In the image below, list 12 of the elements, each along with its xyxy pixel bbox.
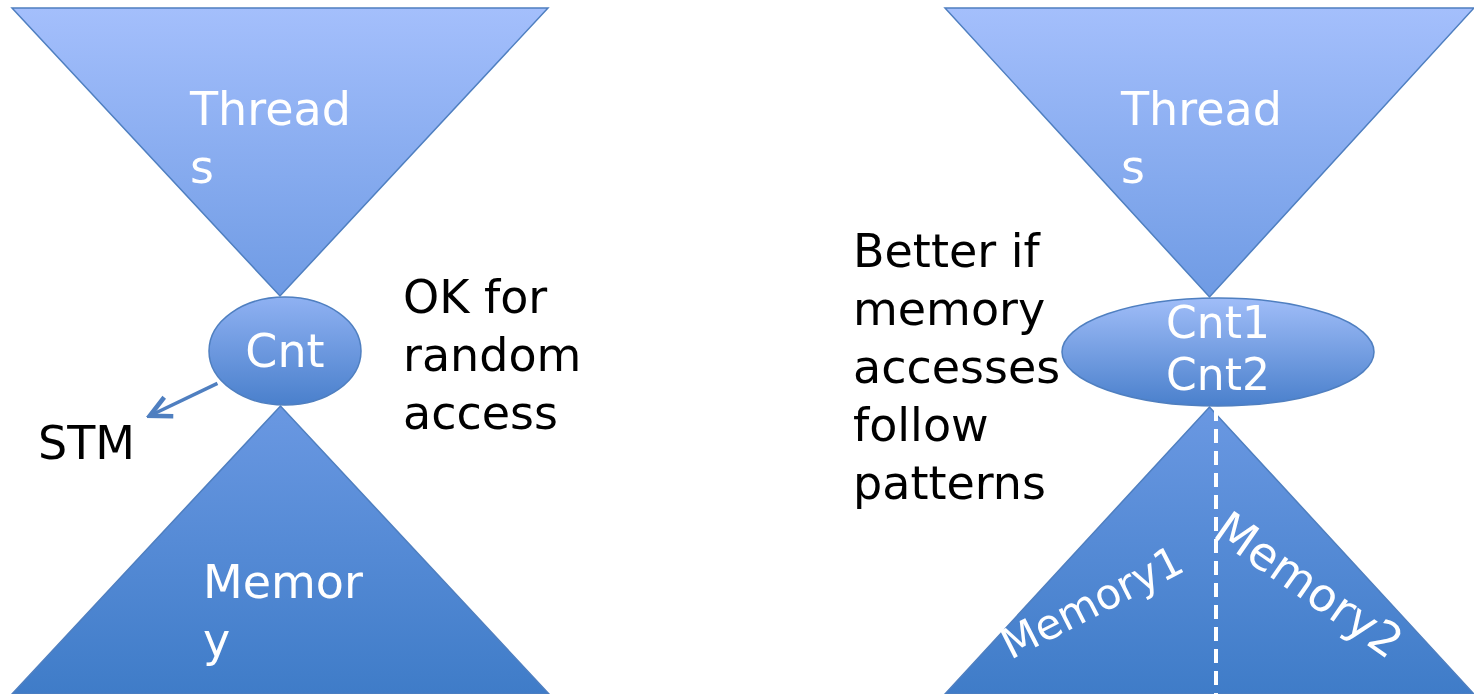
- node-label: Threads: [190, 81, 352, 196]
- node-label: Cnt1: [1165, 297, 1271, 349]
- arrow: [147, 381, 219, 419]
- ellipse-shape: [1061, 297, 1375, 407]
- note-text: Better if memory accesses follow patterns: [853, 223, 1062, 512]
- ellipse-shape: [208, 296, 362, 406]
- node-label: STM: [38, 415, 136, 472]
- node-label: Cnt: [244, 323, 326, 380]
- node-label: Threads: [1121, 81, 1283, 196]
- node-label: Memory: [203, 554, 364, 669]
- node-label: Cnt2: [1165, 349, 1271, 401]
- note-text: OK for random access: [403, 269, 583, 442]
